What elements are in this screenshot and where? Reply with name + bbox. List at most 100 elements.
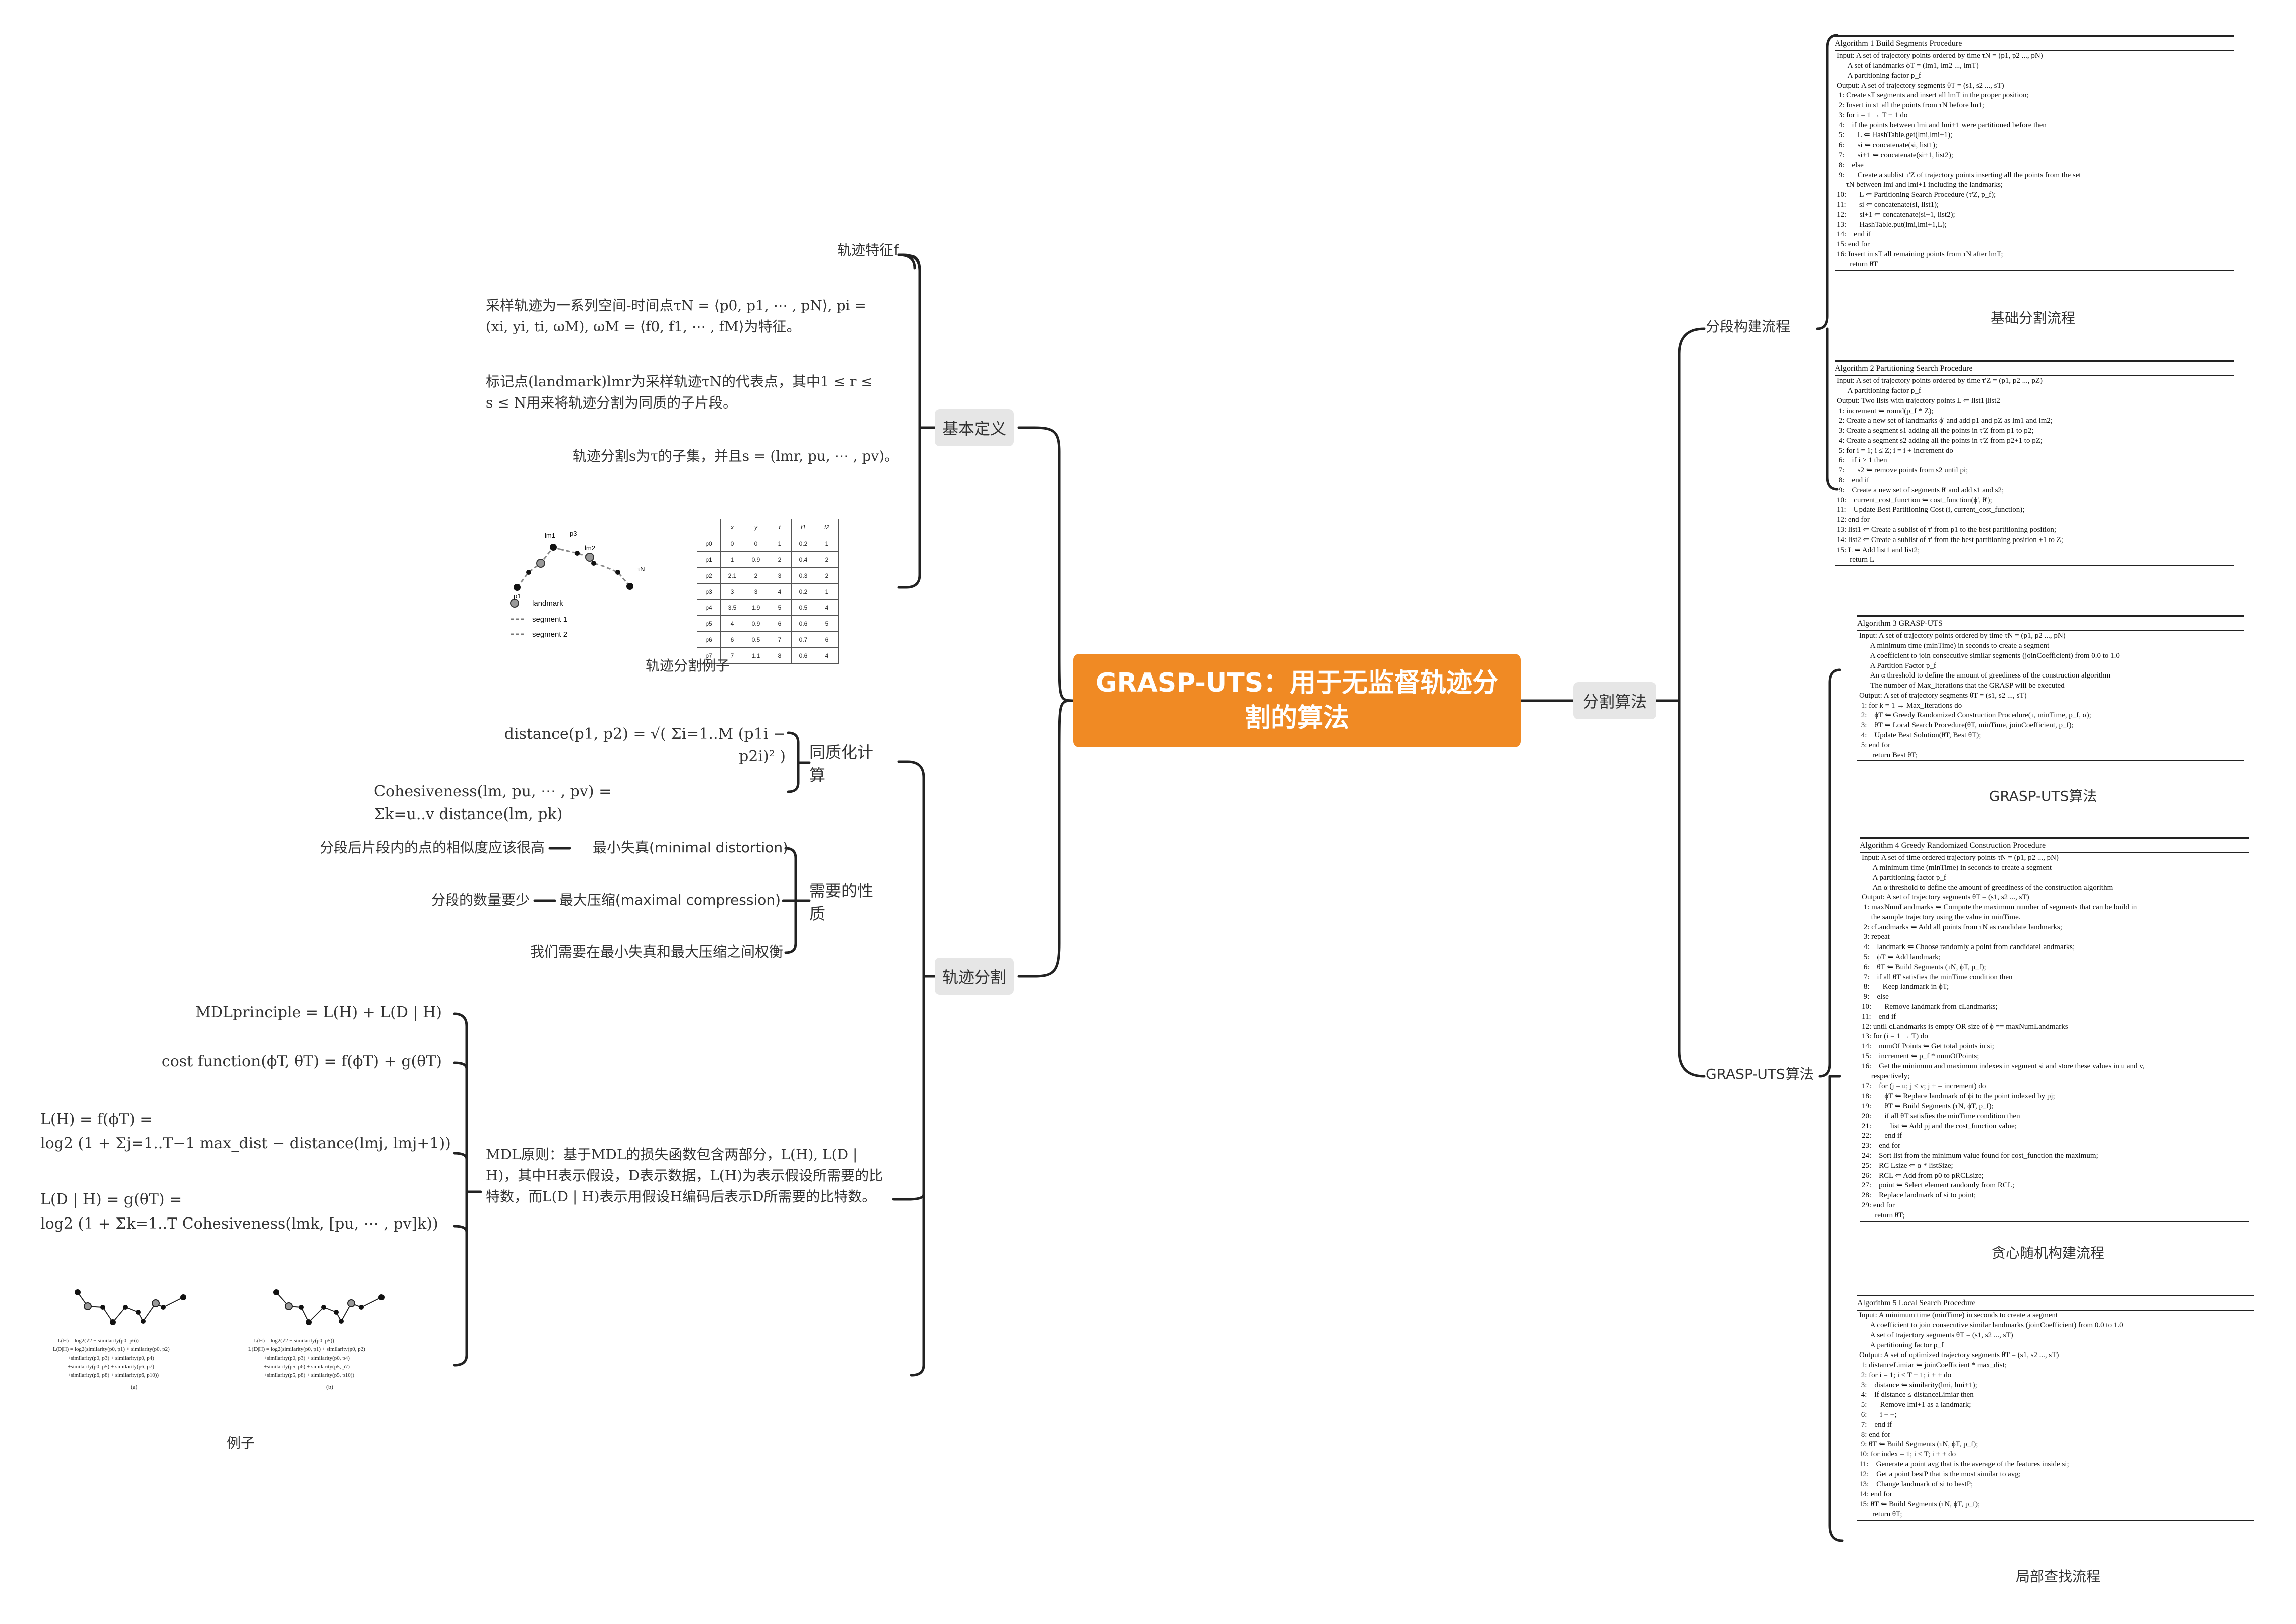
algorithm-2-title: Algorithm 2 Partitioning Search Procedur…: [1835, 362, 2234, 377]
table-cell: 2: [744, 567, 768, 584]
algorithm-line: 9: θT ⇐ Build Segments (τN, ϕT, p_f);: [1859, 1440, 1978, 1449]
algorithm-line: 28: Replace landmark of si to point;: [1862, 1191, 1976, 1200]
node-basic-definitions[interactable]: 基本定义: [935, 409, 1014, 446]
algorithm-line: τN between lmi and lmi+1 including the l…: [1837, 181, 2003, 189]
algorithm-line: Output: Two lists with trajectory points…: [1837, 396, 2000, 405]
svg-text:τN: τN: [637, 565, 645, 573]
table-cell: p2: [697, 567, 721, 584]
formula-ldh-line1: L(D | H) = g(θT) =: [40, 1191, 182, 1208]
algorithm-line: 15: end for: [1837, 240, 1870, 249]
algorithm-line: 2: Create a new set of landmarks ϕ' and …: [1837, 417, 2053, 425]
node-build-process[interactable]: 分段构建流程: [1706, 318, 1791, 335]
algorithm-line: 5: ϕT ⇐ Add landmark;: [1862, 953, 1941, 962]
table-cell: p7: [697, 647, 721, 664]
table-cell: 6: [768, 615, 792, 632]
algorithm-line: 19: θT ⇐ Build Segments (τN, ϕT, p_f);: [1862, 1102, 1994, 1111]
algorithm-line: 3: Create a segment s1 adding all the po…: [1837, 427, 2034, 435]
algorithm-line: 6: θT ⇐ Build Segments (τN, ϕT, p_f);: [1862, 963, 1986, 971]
algorithm-line: 2: ϕT ⇐ Greedy Randomized Construction P…: [1859, 711, 2091, 720]
node-grasp-uts[interactable]: GRASP-UTS算法: [1706, 1066, 1814, 1082]
label-sample-trajectory: 采样轨迹为一系列空间-时间点τN = ⟨p0, p1, ⋯ , pN⟩, pi …: [486, 297, 866, 335]
table-cell: 0: [720, 535, 744, 552]
node-required-properties[interactable]: 需要的性质: [809, 881, 874, 923]
algorithm-1-box: Algorithm 1 Build Segments Procedure Inp…: [1835, 35, 2234, 271]
table-cell: 2.1: [720, 567, 744, 584]
root-node-title[interactable]: GRASP-UTS：用于无监督轨迹分割的算法: [1073, 654, 1521, 747]
algorithm-line: 2: Insert in s1 all the points from τN b…: [1837, 101, 1984, 110]
algorithm-line: 29: end for: [1862, 1201, 1895, 1209]
algorithm-line: 9: Create a sublist τ'Z of trajectory po…: [1837, 171, 2081, 179]
algorithm-line: 12: si+1 ⇐ concatenate(si+1, list2);: [1837, 210, 1955, 219]
algorithm-line: 3: θT ⇐ Local Search Procedure(θT, minTi…: [1859, 721, 2074, 730]
formula-cohesiveness: Cohesiveness(lm, pu, ⋯ , pv) = Σk=u..v d…: [374, 783, 612, 823]
algorithm-3-box: Algorithm 3 GRASP-UTS Input: A set of tr…: [1857, 615, 2244, 762]
formula-distance: distance(p1, p2) = √( Σi=1..M (p1i − p2i…: [504, 725, 786, 765]
table-cell: 3: [744, 583, 768, 600]
algorithm-line: 14: list2 ⇐ Create a sublist of τ' from …: [1837, 535, 2063, 544]
algorithm-line: 26: RCL ⇐ Add from p0 to pRCLsize;: [1862, 1171, 1984, 1180]
algorithm-line: 3: repeat: [1862, 933, 1890, 941]
algorithm-line: 9: Create a new set of segments θ' and a…: [1837, 486, 2004, 494]
algorithm-line: 15: increment ⇐ p_f * numOfPoints;: [1862, 1052, 1979, 1061]
algorithm-line: 3: distance ⇐ similarity(lmi, lmi+1);: [1859, 1381, 1977, 1389]
algorithm-line: 23: end for: [1862, 1142, 1901, 1150]
table-cell: 0.3: [791, 567, 815, 584]
table-cell: 0.6: [791, 647, 815, 664]
label-min-distortion: 最小失真(minimal distortion): [593, 839, 788, 856]
algorithm-5-box: Algorithm 5 Local Search Procedure Input…: [1857, 1295, 2254, 1521]
fig-a-label: (a): [131, 1383, 137, 1390]
algorithm-line: Input: A minimum time (minTime) in secon…: [1859, 1311, 2058, 1320]
algorithm-line: 13: for (i = 1 → T) do: [1862, 1032, 1928, 1041]
algorithm-line: 11: end if: [1862, 1012, 1896, 1021]
algorithm-line: 24: Sort list from the minimum value fou…: [1862, 1152, 2098, 1160]
algorithm-line: 22: end if: [1862, 1132, 1902, 1140]
formula-lh-line2: log2 (1 + Σj=1..T−1 max_dist − distance(…: [40, 1135, 451, 1152]
algorithm-line: A partitioning factor p_f: [1837, 71, 1921, 80]
algorithm-line: 6: if i > 1 then: [1837, 456, 1887, 465]
svg-text:L(H) = log2(√2 − similarity(p0: L(H) = log2(√2 − similarity(p0, p6)): [58, 1338, 139, 1344]
algorithm-line: 10: L ⇐ Partitioning Search Procedure (τ…: [1837, 191, 1996, 199]
algorithm-line: return θT;: [1862, 1211, 1905, 1220]
table-cell: 2: [815, 567, 839, 584]
algorithm-line: A minimum time (minTime) in seconds to c…: [1859, 641, 2050, 650]
algorithm-line: Output: A set of trajectory segments θT …: [1859, 691, 2027, 700]
table-cell: t: [768, 519, 792, 535]
svg-text:p1: p1: [514, 592, 521, 600]
table-cell: x: [720, 519, 744, 535]
table-cell: 4: [815, 599, 839, 616]
table-cell: 1: [815, 583, 839, 600]
algorithm-line: return L: [1837, 556, 1874, 564]
algorithm-line: 5: Remove lmi+1 as a landmark;: [1859, 1401, 1971, 1409]
algorithm-1-title: Algorithm 1 Build Segments Procedure: [1835, 37, 2234, 52]
node-segmentation-algorithm[interactable]: 分割算法: [1573, 682, 1656, 719]
algorithm-line: return θT;: [1859, 1510, 1902, 1519]
svg-text:+similarity(p5, p8) + similari: +similarity(p5, p8) + similarity(p5, p10…: [264, 1372, 354, 1378]
algorithm-line: 11: si ⇐ concatenate(si, list1);: [1837, 201, 1939, 209]
algorithm-line: 20: if all θT satisfies the minTime cond…: [1862, 1112, 2020, 1120]
table-cell: 4: [815, 647, 839, 664]
table-cell: 6: [815, 631, 839, 648]
caption-grasp-uts: GRASP-UTS算法: [1989, 788, 2097, 804]
svg-text:p3: p3: [570, 530, 577, 537]
algorithm-5-title: Algorithm 5 Local Search Procedure: [1857, 1296, 2254, 1311]
table-cell: p0: [697, 535, 721, 552]
algorithm-line: 11: Update Best Partitioning Cost (i, cu…: [1837, 506, 2025, 514]
node-homogeneity[interactable]: 同质化计算: [809, 743, 874, 785]
algorithm-line: 3: for i = 1 → T − 1 do: [1837, 111, 1908, 119]
algorithm-line: 1: Create sT segments and insert all lmT…: [1837, 91, 2029, 100]
trajectory-example-figure: lm1 lm2 p3 τN p1 landmark segment 1 segm…: [510, 530, 645, 639]
node-trajectory-segmentation[interactable]: 轨迹分割: [935, 958, 1014, 995]
table-cell: 7: [768, 631, 792, 648]
algorithm-line: A coefficient to join consecutive simila…: [1859, 651, 2120, 660]
algorithm-line: A set of landmarks ϕT = (lm1, lm2 ..., l…: [1837, 61, 1979, 70]
algorithm-line: 1: maxNumLandmarks ⇐ Compute the maximum…: [1862, 903, 2137, 912]
algorithm-line: Input: A set of trajectory points ordere…: [1837, 52, 2043, 60]
algorithm-line: 8: end for: [1859, 1430, 1891, 1439]
algorithm-line: 8: end if: [1837, 476, 1869, 485]
